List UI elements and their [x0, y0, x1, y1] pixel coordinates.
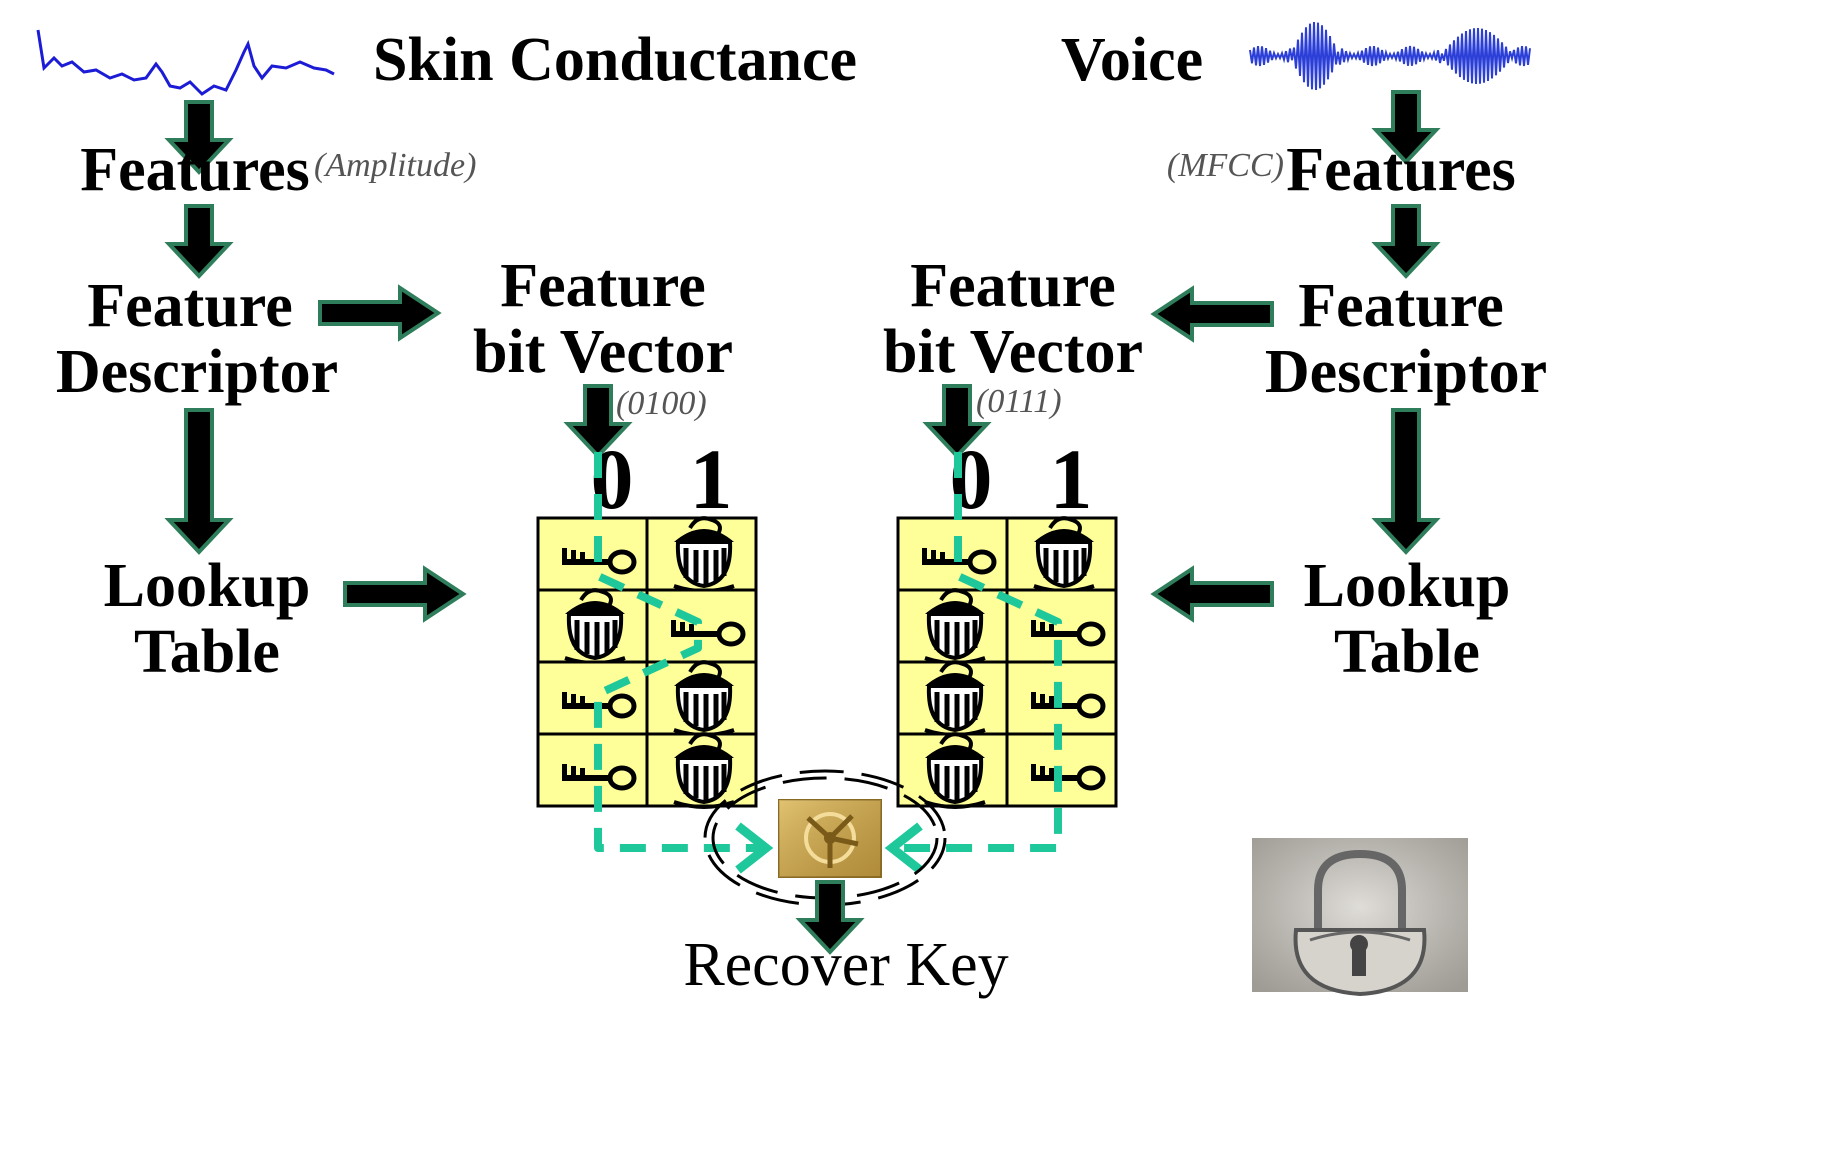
- right-lookup-table: [896, 516, 1118, 807]
- arrow-down-icon: [167, 204, 231, 278]
- left-vector-line1: Feature: [500, 252, 705, 320]
- arrow-left-icon: [1152, 567, 1274, 621]
- table-cell: [896, 734, 1009, 807]
- table-cell: [536, 732, 649, 808]
- left-vector-line2: bit Vector: [473, 318, 733, 386]
- right-vector-line2: bit Vector: [883, 318, 1143, 386]
- table-cell: [645, 518, 758, 591]
- arrowhead-icon: [884, 822, 923, 874]
- left-lookup-line1: Lookup: [104, 552, 311, 620]
- table-cell: [1005, 518, 1118, 591]
- left-feature-hint: (Amplitude): [314, 147, 476, 184]
- right-lookup-line2: Table: [1334, 618, 1480, 686]
- arrow-down-icon: [1374, 408, 1438, 554]
- voice-waveform-icon: [1249, 22, 1531, 90]
- left-lookup-line2: Table: [134, 618, 280, 686]
- arrow-right-icon: [318, 286, 440, 340]
- table-cell: [536, 590, 649, 663]
- right-descriptor-line1: Feature: [1298, 272, 1503, 340]
- right-descriptor-line2: Descriptor: [1265, 338, 1547, 406]
- left-column-1-label: 1: [690, 431, 733, 527]
- padlock-photo-icon: [1252, 838, 1468, 997]
- left-features-label: Features: [80, 136, 310, 204]
- voice-title: Voice: [1061, 26, 1203, 94]
- skin-conductance-signal-icon: [36, 29, 335, 96]
- arrowhead-icon: [735, 822, 774, 874]
- left-lookup-table: [536, 516, 758, 808]
- table-cell: [896, 516, 1009, 592]
- table-cell: [896, 590, 1009, 663]
- right-column-1-label: 1: [1050, 431, 1093, 527]
- arrow-down-icon: [167, 408, 231, 554]
- table-cell: [536, 516, 649, 592]
- table-cell: [536, 660, 649, 736]
- left-selection-path: [594, 452, 766, 852]
- right-vector-line1: Feature: [910, 252, 1115, 320]
- vault-dial-icon: [778, 799, 882, 878]
- right-features-label: Features: [1286, 136, 1516, 204]
- table-cell: [645, 588, 758, 664]
- recover-key-label: Recover Key: [683, 931, 1008, 999]
- arrow-left-icon: [1152, 287, 1274, 341]
- arrow-down-icon: [1374, 204, 1438, 278]
- table-cell: [645, 662, 758, 735]
- table-cell: [645, 734, 758, 807]
- left-descriptor-line2: Descriptor: [56, 338, 338, 406]
- selection-paths: [594, 452, 1062, 874]
- table-cell: [896, 662, 1009, 735]
- right-vector-value: (0111): [976, 383, 1062, 420]
- arrow-right-icon: [343, 567, 465, 621]
- right-lookup-line1: Lookup: [1304, 552, 1511, 620]
- left-vector-value: (0100): [616, 385, 707, 422]
- left-descriptor-line1: Feature: [87, 272, 292, 340]
- right-selection-path: [892, 452, 1062, 852]
- skin-conductance-title: Skin Conductance: [373, 26, 857, 94]
- right-feature-hint: (MFCC): [1167, 147, 1284, 184]
